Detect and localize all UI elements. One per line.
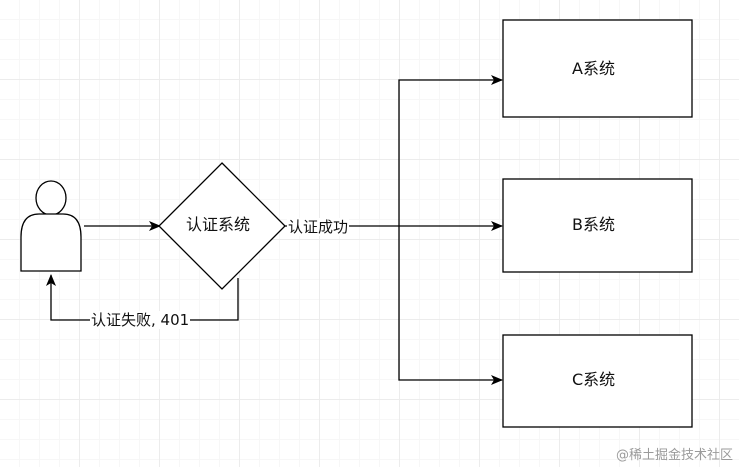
system-b-box[interactable] [502,178,693,273]
system-c-box[interactable] [502,334,693,428]
auth-diamond[interactable] [158,162,286,290]
system-a-label: A系统 [572,59,615,78]
system-c-label: C系统 [572,370,616,389]
user-actor-icon[interactable] [20,180,82,272]
auth-node-label: 认证系统 [186,215,251,234]
edge-failure-label: 认证失败, 401 [90,311,191,329]
watermark-text: @稀土掘金技术社区 [615,448,733,463]
edge-success-label: 认证成功 [287,218,350,236]
system-b-label: B系统 [572,215,615,234]
edge-auth-to-a [398,75,503,226]
system-a-box[interactable] [502,19,693,118]
edge-auth-to-c [398,226,503,385]
